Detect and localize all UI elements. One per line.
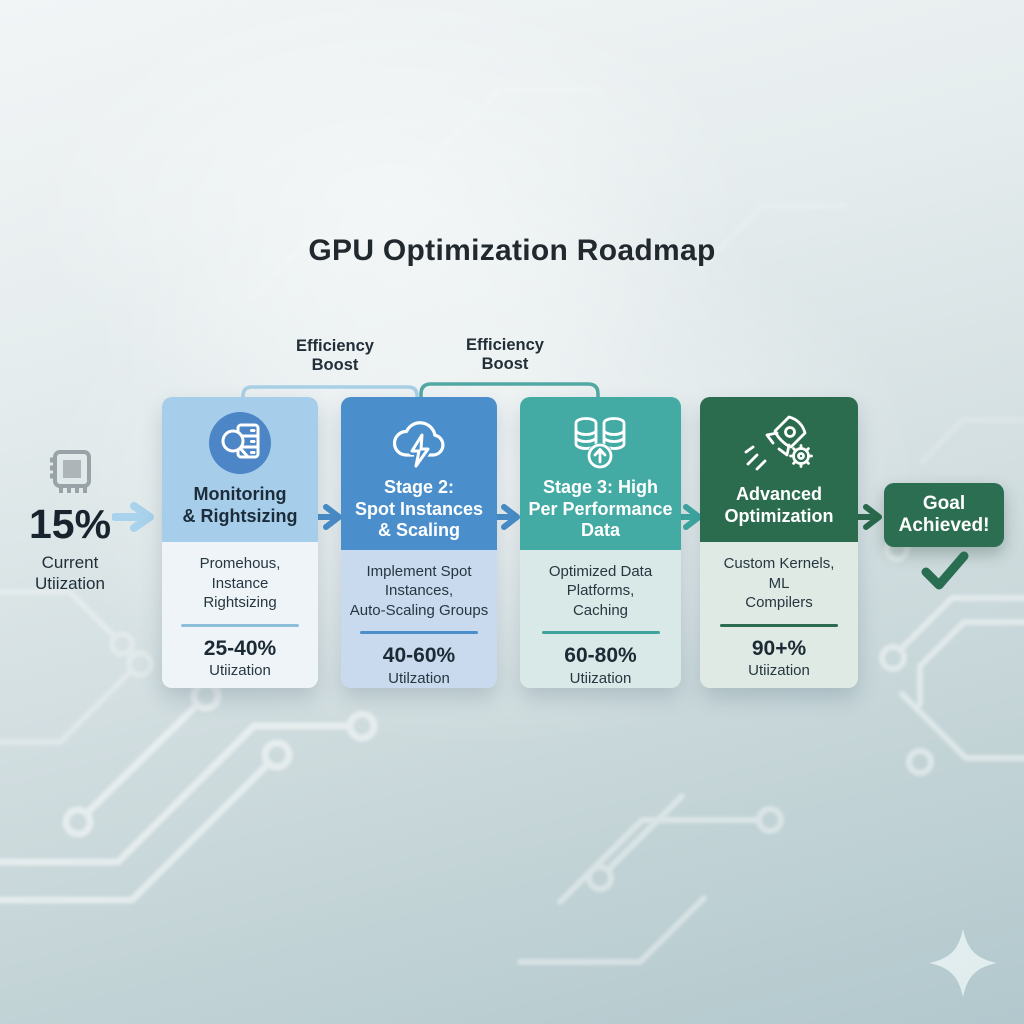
stage-4-header: Advanced Optimization bbox=[700, 397, 858, 543]
rocket-gear-icon bbox=[743, 409, 815, 477]
page-title: GPU Optimization Roadmap bbox=[308, 234, 716, 267]
stage-2-body: Implement Spot Instances, Auto-Scaling G… bbox=[341, 549, 497, 688]
stage-2-header: Stage 2: Spot Instances & Scaling bbox=[341, 397, 497, 550]
goal-badge: Goal Achieved! bbox=[884, 483, 1004, 547]
stage-3-utilization-range: 60-80% bbox=[564, 644, 637, 668]
stage-1-description: Promehous, Instance Rightsizing bbox=[199, 555, 281, 612]
current-utilization-block: 15% Current Utiization bbox=[6, 446, 134, 594]
stage-2-description: Implement Spot Instances, Auto-Scaling G… bbox=[349, 562, 489, 619]
stage-1-utilization-range: 25-40% bbox=[203, 636, 277, 660]
arrow-stage2-to-stage3 bbox=[492, 504, 520, 530]
stage-3-header: Stage 3: High Per Performance Data bbox=[520, 397, 681, 550]
stage-3-body: Optimized Data Platforms, Caching 60-80%… bbox=[520, 549, 681, 688]
sparkle-icon bbox=[929, 929, 997, 997]
efficiency-boost-label-1: Efficiency Boost bbox=[296, 337, 374, 375]
stage-1-divider bbox=[181, 623, 299, 627]
stage-2-title: Stage 2: Spot Instances & Scaling bbox=[354, 477, 484, 541]
cloud-lightning-icon bbox=[385, 409, 453, 477]
stage-card-1: Monitoring & Rightsizing Promehous, Inst… bbox=[162, 397, 318, 688]
arrow-stage4-to-goal bbox=[853, 504, 882, 530]
stage-1-body: Promehous, Instance Rightsizing 25-40% U… bbox=[162, 542, 318, 688]
stage-2-utilization-label: Utilzation bbox=[388, 669, 450, 687]
magnifier-server-icon bbox=[208, 409, 272, 477]
stage-1-utilization-label: Utiization bbox=[209, 662, 271, 679]
stage-4-divider bbox=[720, 623, 838, 627]
gpu-chip-icon bbox=[50, 450, 91, 493]
arrow-stage1-to-stage2 bbox=[314, 504, 342, 530]
stage-card-2: Stage 2: Spot Instances & Scaling Implem… bbox=[341, 397, 497, 688]
stage-2-divider bbox=[360, 631, 478, 635]
stage-1-title: Monitoring & Rightsizing bbox=[182, 484, 298, 526]
stage-card-4: Advanced Optimization Custom Kernels, ML… bbox=[700, 397, 858, 688]
stage-4-utilization-range: 90+% bbox=[751, 636, 807, 660]
current-utilization-value: 15% bbox=[28, 501, 112, 547]
stage-1-header: Monitoring & Rightsizing bbox=[162, 397, 318, 543]
current-utilization-label: Current Utiization bbox=[35, 553, 105, 593]
stage-3-divider bbox=[541, 631, 660, 635]
arrow-current-to-stage1 bbox=[112, 502, 154, 532]
stage-3-title: Stage 3: High Per Performance Data bbox=[528, 477, 673, 541]
database-upload-icon bbox=[570, 409, 632, 477]
stage-4-title: Advanced Optimization bbox=[724, 484, 834, 526]
efficiency-boost-label-2: Efficiency Boost bbox=[466, 336, 544, 374]
check-icon bbox=[921, 551, 969, 590]
stage-card-3: Stage 3: High Per Performance Data Optim… bbox=[520, 397, 681, 688]
stage-3-utilization-label: Utiization bbox=[569, 669, 632, 687]
stage-4-body: Custom Kernels, ML Compilers 90+% Utiiza… bbox=[700, 542, 858, 688]
stage-4-description: Custom Kernels, ML Compilers bbox=[723, 555, 835, 612]
stage-2-utilization-range: 40-60% bbox=[382, 644, 456, 668]
stage-4-utilization-label: Utiization bbox=[748, 662, 810, 679]
stage-3-description: Optimized Data Platforms, Caching bbox=[548, 562, 653, 619]
